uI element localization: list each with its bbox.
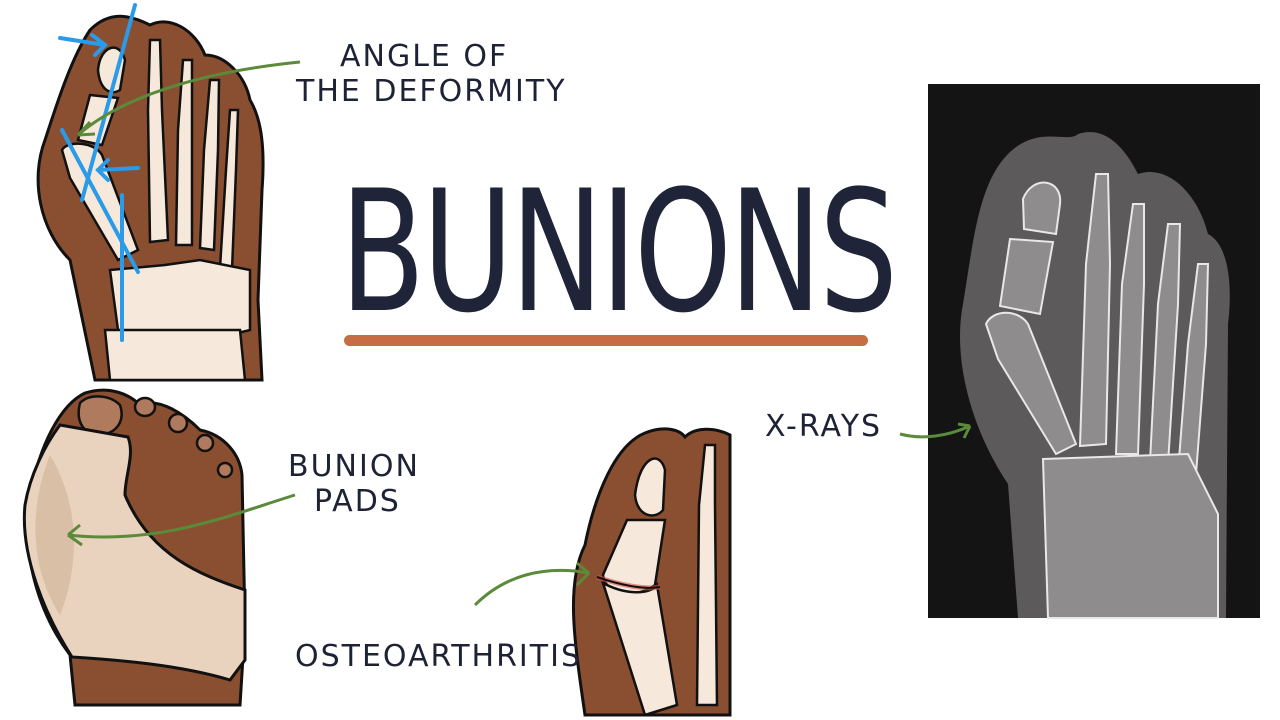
pads-label-line2: PADS — [314, 483, 401, 519]
xray-panel — [928, 84, 1260, 619]
bunion-pad-illustration — [22, 388, 296, 707]
angle-label-line2: THE DEFORMITY — [296, 73, 567, 109]
pads-label-line1: BUNION — [288, 449, 420, 484]
angle-label-line1: ANGLE OF — [340, 39, 509, 74]
xrays-arrow-icon — [899, 422, 972, 439]
angle-of-deformity-label: ANGLE OF THE DEFORMITY — [296, 39, 567, 109]
title-underline — [344, 335, 868, 346]
osteoarthritis-illustration — [473, 427, 732, 717]
bunion-pads-label: BUNION PADS — [288, 449, 420, 519]
osteoarthritis-label: OSTEOARTHRITIS — [295, 639, 582, 674]
page-title: BUNIONS — [340, 154, 898, 350]
xray-foot-image — [960, 132, 1230, 619]
xrays-label: X-RAYS — [765, 409, 883, 444]
angle-of-deformity-illustration — [36, 3, 301, 382]
